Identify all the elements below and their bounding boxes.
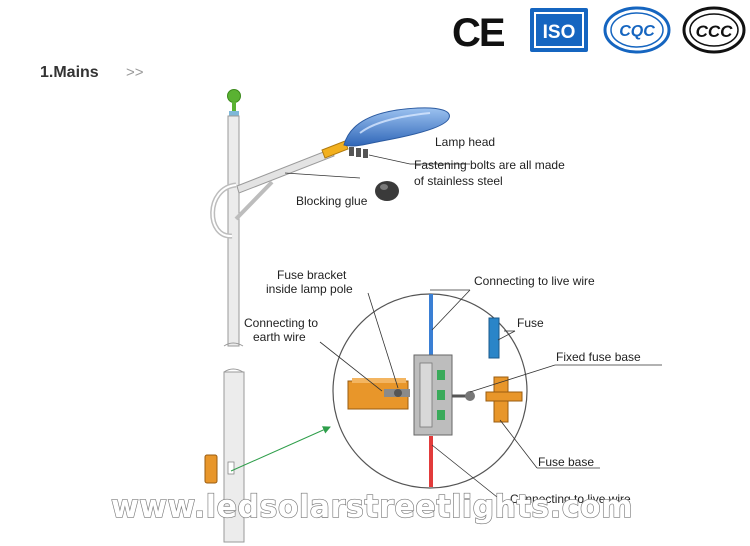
zoom-arrow bbox=[230, 426, 331, 472]
pole-fuse-box bbox=[204, 454, 235, 484]
section-title: 1.Mains bbox=[40, 64, 99, 81]
lamp-arm bbox=[234, 140, 349, 221]
label-fuse-bracket-line1: Fuse bracket bbox=[277, 268, 347, 282]
ce-logo: CE bbox=[452, 11, 507, 55]
label-fuse-base: Fuse base bbox=[538, 455, 594, 469]
watermark: www.ledsolarstreetlights.com bbox=[111, 489, 633, 525]
label-earth-line2: earth wire bbox=[253, 330, 306, 344]
pole-top-ball bbox=[227, 89, 241, 103]
section-arrows: >> bbox=[126, 64, 144, 81]
fuse-bracket bbox=[347, 378, 410, 410]
svg-text:CQC: CQC bbox=[619, 23, 655, 40]
detail-leaders bbox=[319, 289, 662, 506]
label-blocking-glue: Blocking glue bbox=[296, 194, 368, 208]
svg-text:ISO: ISO bbox=[543, 22, 576, 43]
fastening-bolts bbox=[349, 147, 368, 158]
upper-leaders bbox=[284, 154, 470, 179]
lamp-pole bbox=[223, 89, 245, 543]
label-earth-line1: Connecting to bbox=[244, 316, 318, 330]
label-fastening-line2: of stainless steel bbox=[414, 174, 503, 188]
label-fixed-fuse-base: Fixed fuse base bbox=[556, 350, 641, 364]
cqc-logo: CQC bbox=[603, 6, 671, 54]
ccc-logo: CCC bbox=[682, 6, 746, 54]
fuse bbox=[488, 317, 500, 359]
blocking-glue bbox=[375, 181, 399, 201]
iso-logo: ISO bbox=[530, 8, 588, 52]
lamp-head bbox=[343, 107, 450, 147]
label-fuse: Fuse bbox=[517, 316, 544, 330]
svg-text:CCC: CCC bbox=[696, 22, 734, 41]
terminal-block bbox=[413, 354, 475, 436]
label-live-wire-top: Connecting to live wire bbox=[474, 274, 595, 288]
label-fuse-bracket-line2: inside lamp pole bbox=[266, 282, 353, 296]
label-lamp-head: Lamp head bbox=[435, 135, 495, 149]
label-fastening-line1: Fastening bolts are all made bbox=[414, 158, 565, 172]
svg-text:CE: CE bbox=[452, 11, 505, 55]
fixed-fuse-base bbox=[485, 376, 523, 423]
label-live-wire-bottom: Connecting to live wire bbox=[510, 492, 631, 506]
